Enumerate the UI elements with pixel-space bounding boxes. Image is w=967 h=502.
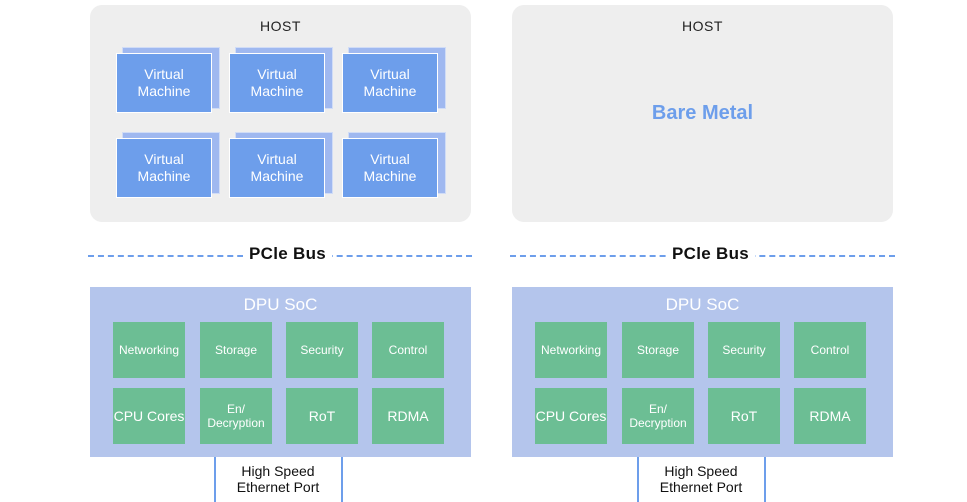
block-security: Security <box>708 322 780 378</box>
dpu-title: DPU SoC <box>243 295 318 314</box>
block-cpu-cores: CPU Cores <box>535 388 607 444</box>
block-storage: Storage <box>200 322 272 378</box>
ethernet-port-left-edge <box>637 457 639 502</box>
host-title: HOST <box>260 18 301 34</box>
host-box-virtualized: HOST Virtual Machine Virtual Machine Vir… <box>90 5 471 222</box>
block-networking: Networking <box>535 322 607 378</box>
ethernet-port-right-edge <box>341 457 343 502</box>
vm-label: Virtual Machine <box>229 138 325 198</box>
virtual-machine: Virtual Machine <box>116 47 220 113</box>
virtual-machine: Virtual Machine <box>229 132 333 198</box>
virtual-machine: Virtual Machine <box>116 132 220 198</box>
ethernet-port-label: High Speed Ethernet Port <box>236 463 320 495</box>
ethernet-port-label: High Speed Ethernet Port <box>659 463 743 495</box>
block-rdma: RDMA <box>372 388 444 444</box>
virtual-machine: Virtual Machine <box>229 47 333 113</box>
vm-label: Virtual Machine <box>342 138 438 198</box>
host-title: HOST <box>682 18 723 34</box>
block-en-decryption: En/ Decryption <box>200 388 272 444</box>
vm-label: Virtual Machine <box>116 138 212 198</box>
dpu-soc-box: DPU SoC Networking Storage Security Cont… <box>90 287 471 457</box>
pcie-bus-label: PCle Bus <box>666 244 756 264</box>
block-rdma: RDMA <box>794 388 866 444</box>
vm-label: Virtual Machine <box>229 53 325 113</box>
host-box-bare-metal: HOST Bare Metal <box>512 5 893 222</box>
block-control: Control <box>372 322 444 378</box>
block-security: Security <box>286 322 358 378</box>
vm-label: Virtual Machine <box>116 53 212 113</box>
block-control: Control <box>794 322 866 378</box>
pcie-bus-label: PCle Bus <box>243 244 333 264</box>
block-en-decryption: En/ Decryption <box>622 388 694 444</box>
ethernet-port-right-edge <box>764 457 766 502</box>
block-storage: Storage <box>622 322 694 378</box>
block-cpu-cores: CPU Cores <box>113 388 185 444</box>
virtual-machine: Virtual Machine <box>342 132 446 198</box>
block-networking: Networking <box>113 322 185 378</box>
bare-metal-label: Bare Metal <box>651 102 754 124</box>
vm-label: Virtual Machine <box>342 53 438 113</box>
block-rot: RoT <box>286 388 358 444</box>
block-rot: RoT <box>708 388 780 444</box>
dpu-title: DPU SoC <box>665 295 740 314</box>
ethernet-port-left-edge <box>214 457 216 502</box>
dpu-soc-box: DPU SoC Networking Storage Security Cont… <box>512 287 893 457</box>
virtual-machine: Virtual Machine <box>342 47 446 113</box>
